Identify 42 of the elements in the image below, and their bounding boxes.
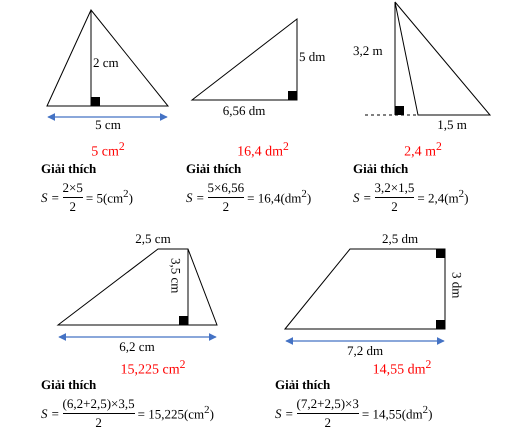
fraction-numerator: 3,2×1,5	[374, 180, 414, 196]
heading: Giải thích	[186, 162, 242, 176]
answer-text: 2,4 m$^{2}$	[404, 141, 442, 160]
formula-result: = 15,225(cm$^{2}$)	[138, 404, 214, 423]
fraction-denominator: 2	[324, 415, 331, 431]
dimension-label: 2 cm	[93, 56, 119, 70]
answer-text: 16,4 dm$^{2}$	[237, 141, 289, 160]
fraction-numerator: 2×5	[62, 180, 83, 196]
answer-text: 14,55 dm$^{2}$	[372, 359, 432, 378]
dimension-label: 7,2 dm	[346, 344, 384, 358]
answer-text: 5 cm$^{2}$	[91, 141, 125, 160]
fraction-numerator: (7,2+2,5)×3	[296, 396, 359, 412]
dimension-label: 1,5 m	[437, 118, 467, 132]
heading: Giải thích	[275, 378, 330, 392]
dimension-label: 5 cm	[95, 118, 121, 132]
formula-symbol: S =	[353, 190, 372, 206]
fraction-denominator: 2	[391, 199, 398, 215]
fraction-denominator: 2	[222, 199, 230, 215]
formula-symbol: S =	[41, 190, 60, 206]
formula-result: = 5(cm$^{2}$)	[86, 188, 133, 207]
fraction-denominator: 2	[69, 199, 76, 215]
formula-symbol: S =	[41, 406, 60, 422]
dimension-label: 5 dm	[299, 50, 326, 64]
formula-symbol: S =	[275, 406, 294, 422]
heading: Giải thích	[353, 162, 408, 176]
dimension-label: 2,5 dm	[382, 232, 418, 246]
fraction-numerator: 5×6,56	[208, 180, 244, 196]
dimension-label: 6,56 dm	[222, 104, 266, 118]
dimension-label: 6,2 cm	[119, 340, 155, 354]
formula-result: = 14,55(dm$^{2}$)	[362, 404, 432, 423]
dimension-label: 3,2 m	[353, 44, 383, 58]
dimension-label: 3 dm	[449, 272, 464, 298]
heading: Giải thích	[41, 378, 96, 392]
fraction-numerator: (6,2+2,5)×3,5	[62, 396, 135, 412]
formula-result: = 2,4(m$^{2}$)	[417, 188, 468, 207]
dimension-label: 3,5 cm	[168, 258, 182, 294]
formula-result: = 16,4(dm$^{2}$)	[247, 188, 312, 207]
answer-text: 15,225 cm$^{2}$	[120, 359, 186, 378]
dimension-label: 2,5 cm	[135, 232, 171, 246]
formula-symbol: S =	[186, 190, 205, 206]
fraction-denominator: 2	[95, 415, 102, 431]
heading: Giải thích	[41, 162, 96, 176]
